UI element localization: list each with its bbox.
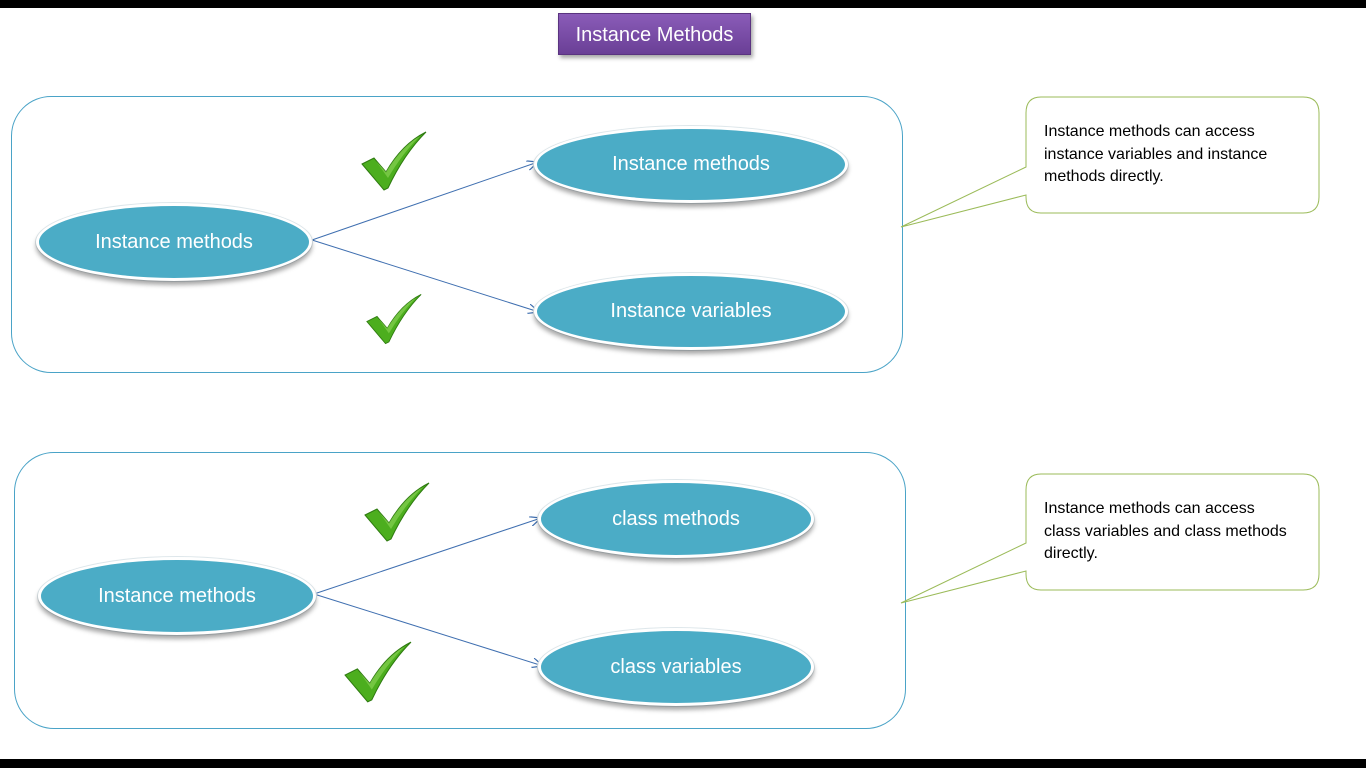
source-node-2: Instance methods: [38, 557, 316, 635]
callout-text-2: Instance methods can access class variab…: [1044, 500, 1287, 562]
target-node-instance-variables: Instance variables: [534, 273, 848, 350]
top-bar: [0, 0, 1366, 8]
checkmark-icon: [364, 482, 430, 542]
target-node-class-variables: class variables: [538, 628, 814, 706]
checkmark-icon: [361, 131, 427, 191]
diagram-title: Instance Methods: [558, 13, 751, 55]
target-node-class-methods: class methods: [538, 480, 814, 558]
checkmark-icon: [344, 641, 412, 703]
target-node-instance-methods: Instance methods: [534, 126, 848, 203]
bottom-bar: [0, 759, 1366, 768]
callout-text-1: Instance methods can access instance var…: [1044, 123, 1268, 185]
source-node-1: Instance methods: [36, 203, 312, 281]
panel-instance-access: [11, 96, 903, 373]
checkmark-icon: [366, 294, 422, 345]
